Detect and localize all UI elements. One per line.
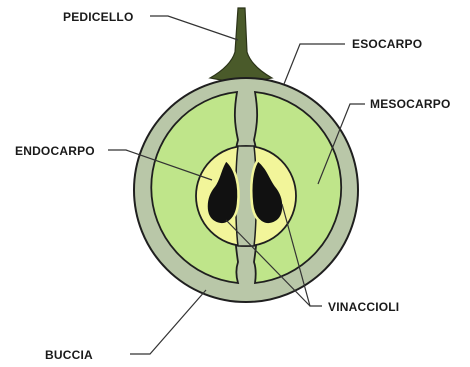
stem-shape <box>210 8 272 82</box>
leader-esocarpo <box>284 44 345 84</box>
label-endocarpo: ENDOCARPO <box>15 144 95 158</box>
label-esocarpo: ESOCARPO <box>352 37 422 51</box>
leader-pedicello <box>150 16 238 40</box>
label-buccia: BUCCIA <box>45 348 93 362</box>
leader-buccia <box>130 290 206 354</box>
label-pedicello: PEDICELLO <box>63 10 133 24</box>
label-mesocarpo: MESOCARPO <box>370 97 450 111</box>
label-vinaccioli: VINACCIOLI <box>328 300 399 314</box>
